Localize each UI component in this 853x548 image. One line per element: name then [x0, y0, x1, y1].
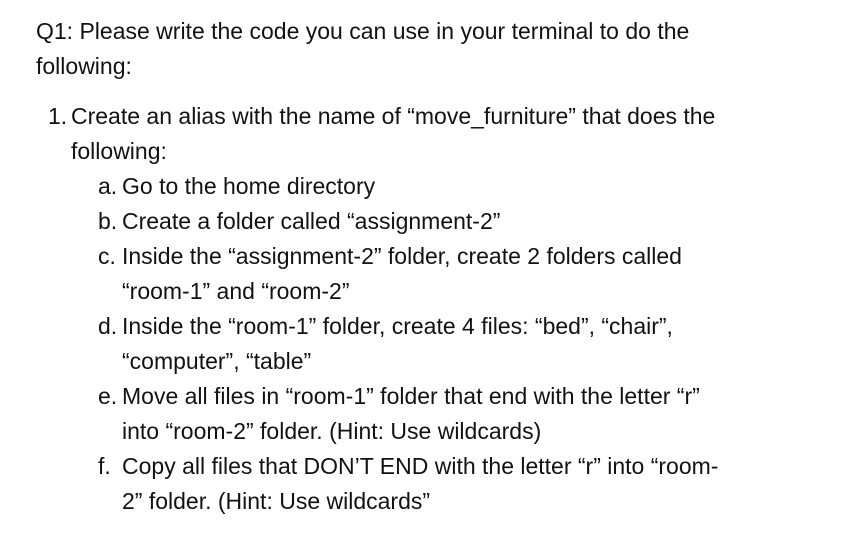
- numbered-list-item-1: 1. Create an alias with the name of “mov…: [36, 99, 835, 519]
- step-item-c: c. Inside the “assignment-2” folder, cre…: [71, 239, 835, 309]
- step-f-line-1: Copy all files that DON’T END with the l…: [122, 453, 719, 479]
- step-body: Go to the home directory: [122, 169, 835, 204]
- step-letter-marker: d.: [98, 313, 118, 339]
- step-item-d: d. Inside the “room-1” folder, create 4 …: [71, 309, 835, 379]
- step-item-a: a. Go to the home directory: [71, 169, 835, 204]
- list-item-body: Create an alias with the name of “move_f…: [71, 99, 835, 519]
- intro-line-2: following:: [36, 53, 132, 79]
- step-body: Copy all files that DON’T END with the l…: [122, 449, 835, 519]
- step-letter-marker: f.: [98, 453, 111, 479]
- step-item-e: e. Move all files in “room-1” folder tha…: [71, 379, 835, 449]
- lettered-step-list: a. Go to the home directory b. Create a …: [71, 169, 835, 519]
- question-intro: Q1: Please write the code you can use in…: [36, 14, 835, 84]
- intro-line-1: Q1: Please write the code you can use in…: [36, 18, 690, 44]
- list-number-marker: 1.: [48, 103, 68, 129]
- step-body: Create a folder called “assignment-2”: [122, 204, 835, 239]
- step-c-line-2: “room-1” and “room-2”: [122, 278, 350, 304]
- item-1-line-1: Create an alias with the name of “move_f…: [71, 103, 716, 129]
- step-f-line-2: 2” folder. (Hint: Use wildcards”: [122, 488, 431, 514]
- step-d-line-2: “computer”, “table”: [122, 348, 312, 374]
- step-letter-marker: a.: [98, 173, 118, 199]
- step-letter-marker: b.: [98, 208, 118, 234]
- step-letter-marker: c.: [98, 243, 116, 269]
- step-c-line-1: Inside the “assignment-2” folder, create…: [122, 243, 682, 269]
- step-letter-marker: e.: [98, 383, 118, 409]
- item-1-line-2: following:: [71, 138, 167, 164]
- step-e-line-1: Move all files in “room-1” folder that e…: [122, 383, 700, 409]
- step-body: Inside the “assignment-2” folder, create…: [122, 239, 835, 309]
- step-body: Move all files in “room-1” folder that e…: [122, 379, 835, 449]
- step-d-line-1: Inside the “room-1” folder, create 4 fil…: [122, 313, 673, 339]
- step-body: Inside the “room-1” folder, create 4 fil…: [122, 309, 835, 379]
- step-item-f: f. Copy all files that DON’T END with th…: [71, 449, 835, 519]
- step-a-line-1: Go to the home directory: [122, 173, 376, 199]
- step-b-line-1: Create a folder called “assignment-2”: [122, 208, 501, 234]
- step-e-line-2: into “room-2” folder. (Hint: Use wildcar…: [122, 418, 542, 444]
- step-item-b: b. Create a folder called “assignment-2”: [71, 204, 835, 239]
